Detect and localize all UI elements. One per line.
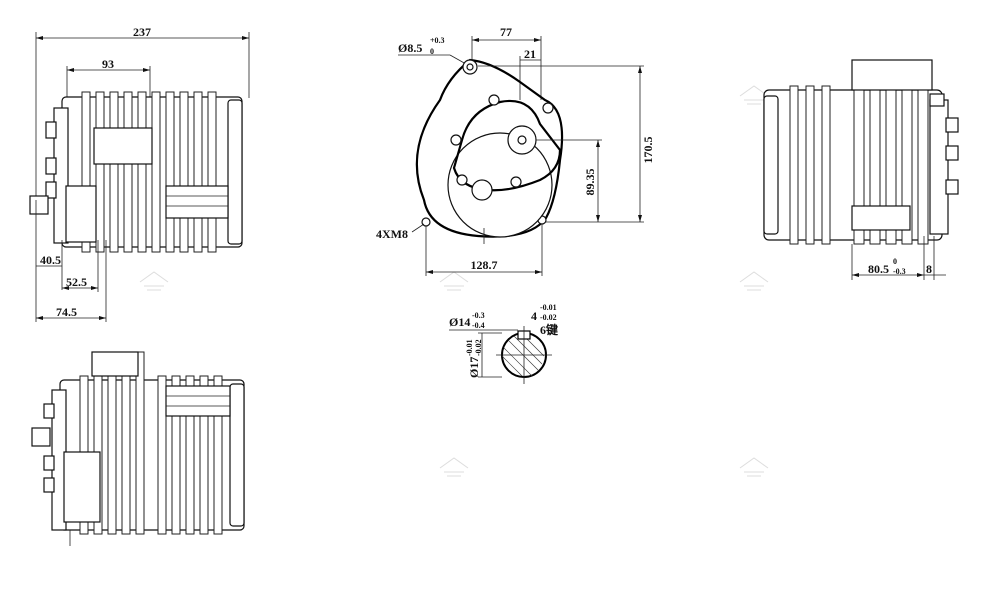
key-label: 6键: [540, 322, 558, 337]
dim-key-tol-upper: -0.01: [540, 303, 557, 312]
dim-width-21: 21: [524, 47, 536, 61]
watermark-logo-icon: [139, 85, 769, 477]
dim-offset-c: 74.5: [56, 305, 77, 319]
dim-housing-length: 93: [102, 57, 114, 71]
side-view: 237 93: [29, 25, 250, 322]
dim-depth-80-tol-upper: 0: [893, 257, 897, 266]
dim-key-tol-lower: -0.02: [540, 313, 557, 322]
dim-width-77: 77: [500, 25, 512, 39]
dim-depth-80: 80.5: [868, 262, 889, 276]
dim-shaft-17-tol-upper: -0.01: [465, 339, 474, 356]
dim-key-width: 4: [531, 309, 537, 323]
front-view: 77 21 Ø8.5 +0.3 0 170.5: [376, 25, 655, 276]
dim-offset-b: 52.5: [66, 275, 87, 289]
dim-hole-tol-lower: 0: [430, 47, 434, 56]
dim-offset-a: 40.5: [40, 253, 61, 267]
dim-shaft-14: Ø14: [449, 315, 470, 329]
dim-depth-8: 8: [926, 262, 932, 276]
dim-shaft-17-tol-lower: -0.02: [474, 339, 483, 356]
dim-height-89: 89.35: [583, 169, 597, 196]
dim-height-170: 170.5: [641, 137, 655, 164]
bottom-side-view: [31, 351, 245, 546]
dim-hole-tol-upper: +0.3: [430, 36, 445, 45]
dim-shaft-14-tol-lower: -0.4: [472, 321, 485, 330]
dim-shaft-17: Ø17: [467, 357, 481, 378]
dim-width-128: 128.7: [471, 258, 498, 272]
rear-view: 80.5 0 -0.3 8: [763, 59, 959, 280]
dim-hole-diameter: Ø8.5: [398, 41, 422, 55]
shaft-section: Ø14 -0.3 -0.4 4 -0.01 -0.02 6键 Ø17 -0.01…: [449, 303, 558, 384]
dim-depth-80-tol-lower: -0.3: [893, 267, 906, 276]
bolt-label: 4XM8: [376, 227, 408, 241]
dim-overall-length: 237: [133, 25, 151, 39]
dim-shaft-14-tol-upper: -0.3: [472, 311, 485, 320]
